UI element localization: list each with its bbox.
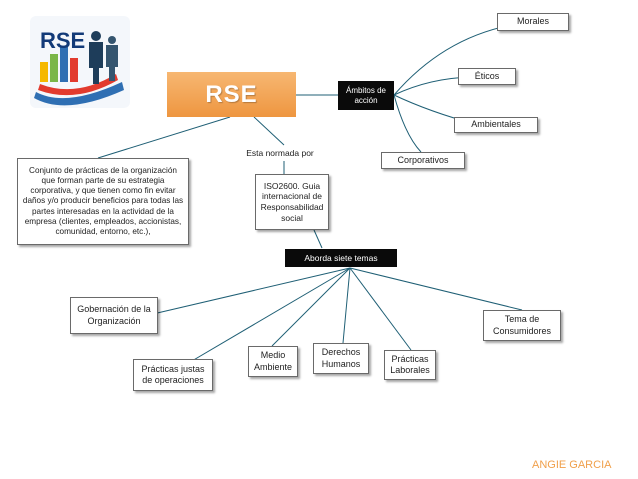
iso-node: ISO2600. Guia internacional de Responsab… (255, 174, 329, 230)
gobernacion-label: Gobernación de la Organización (77, 304, 151, 326)
medio-ambiente-label: Medio Ambiente (253, 350, 293, 372)
consumidores-node: Tema de Consumidores (483, 310, 561, 341)
ambitos-label: Ámbitos de acción (345, 85, 387, 105)
ambientales-node: Ambientales (454, 117, 538, 133)
ambientales-label: Ambientales (471, 119, 521, 130)
rse-title: RSE (167, 72, 296, 117)
gobernacion-node: Gobernación de la Organización (70, 297, 158, 334)
medio-ambiente-node: Medio Ambiente (248, 346, 298, 377)
practicas-justas-node: Prácticas justas de operaciones (133, 359, 213, 391)
corporativos-label: Corporativos (397, 154, 449, 165)
practicas-laborales-label: Prácticas Laborales (390, 353, 430, 375)
logo-wordmark: RSE (40, 28, 85, 53)
definition-node: Conjunto de prácticas de la organización… (17, 158, 189, 245)
practicas-laborales-node: Prácticas Laborales (384, 350, 436, 380)
iso-text: ISO2600. Guia internacional de Responsab… (260, 180, 324, 223)
temas-node: Aborda siete temas (285, 249, 397, 267)
eticos-label: Éticos (474, 70, 500, 81)
derechos-humanos-node: Derechos Humanos (313, 343, 369, 374)
practicas-justas-label: Prácticas justas de operaciones (141, 363, 205, 385)
rse-logo: RSE (26, 12, 134, 112)
eticos-node: Éticos (458, 68, 516, 85)
consumidores-label: Tema de Consumidores (492, 314, 552, 336)
temas-label: Aborda siete temas (304, 252, 378, 263)
normada-node: Esta normada por (240, 146, 320, 161)
author-credit: ANGIE GARCIA (532, 459, 612, 471)
normada-label: Esta normada por (246, 148, 314, 159)
morales-node: Morales (497, 13, 569, 31)
morales-label: Morales (516, 16, 549, 27)
derechos-humanos-label: Derechos Humanos (321, 347, 361, 369)
ambitos-node: Ámbitos de acción (338, 81, 394, 110)
corporativos-node: Corporativos (381, 152, 465, 169)
definition-text: Conjunto de prácticas de la organización… (22, 165, 184, 237)
